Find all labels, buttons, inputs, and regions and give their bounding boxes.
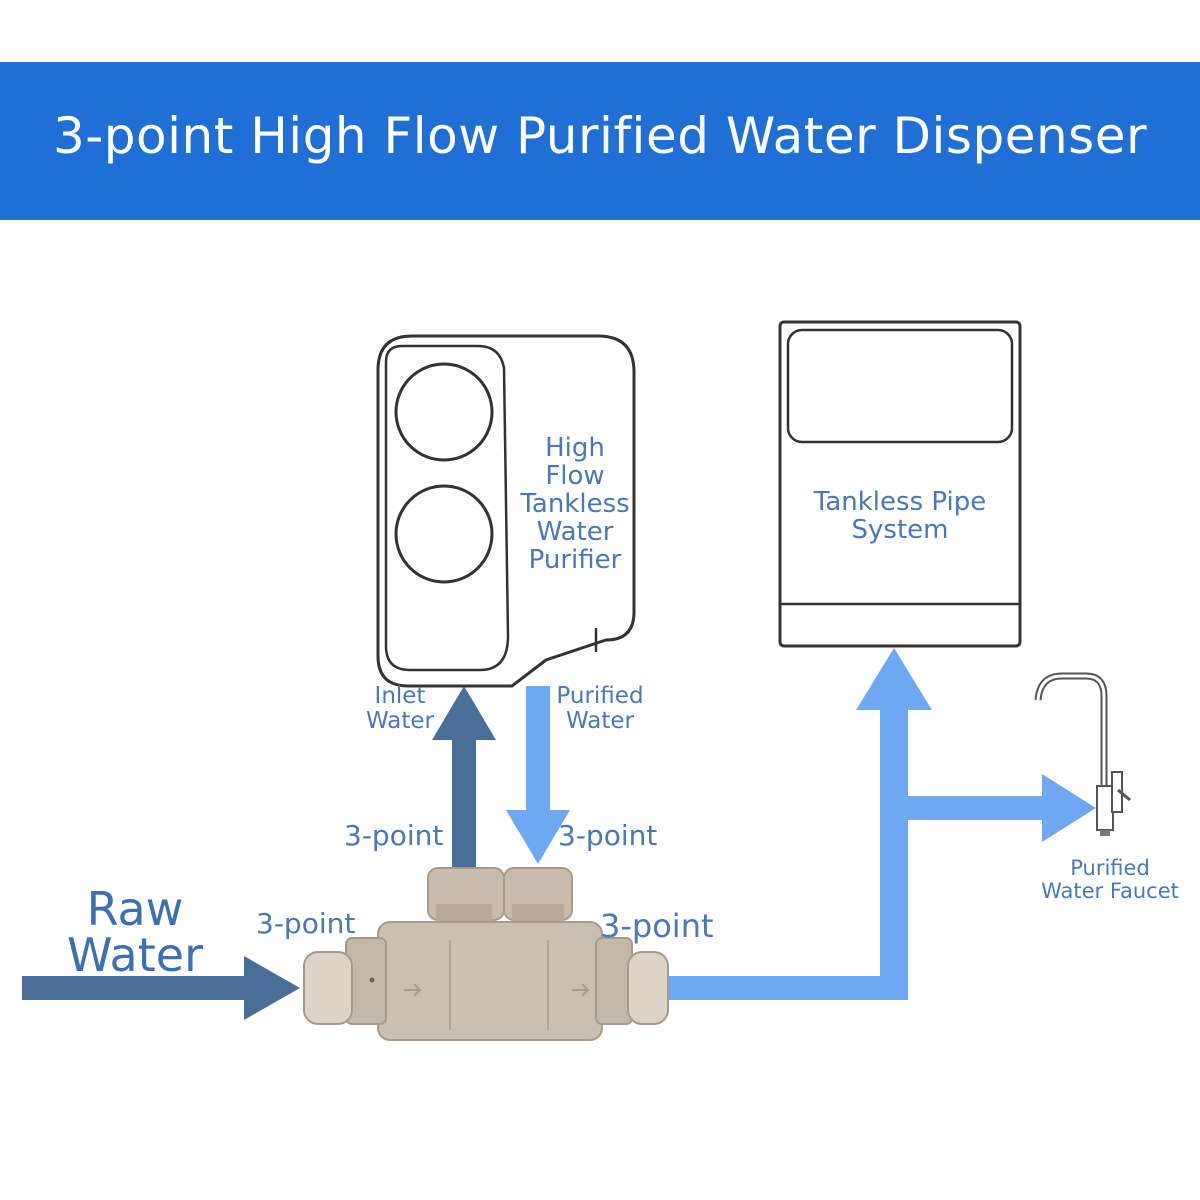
three-point-label-top-right: 3-point — [558, 819, 658, 852]
purifier-label: High Flow Tankless Water Purifier — [520, 433, 630, 575]
raw-water-arrow — [22, 956, 300, 1020]
three-point-label-right: 3-point — [600, 907, 714, 945]
outlet-pipe-arrows — [664, 648, 1096, 1000]
purifier-unit-icon — [376, 334, 636, 688]
faucet-label: Purified Water Faucet — [1041, 856, 1179, 903]
purified-water-arrow — [506, 686, 570, 864]
three-point-label-top-left: 3-point — [344, 819, 444, 852]
inlet-water-label: Inlet Water — [366, 683, 434, 734]
page-title: 3-point High Flow Purified Water Dispens… — [52, 107, 1148, 165]
pipe-system-unit-icon — [778, 320, 1022, 648]
title-banner: 3-point High Flow Purified Water Dispens… — [0, 62, 1200, 220]
raw-water-label: Raw Water — [67, 882, 203, 982]
purified-water-label: Purified Water — [556, 683, 644, 734]
three-point-label-left: 3-point — [256, 907, 356, 940]
three-point-valve-icon — [303, 867, 669, 1041]
inlet-water-arrow — [432, 686, 496, 868]
faucet-icon — [1034, 672, 1131, 836]
pipe-system-label: Tankless Pipe System — [813, 487, 987, 545]
